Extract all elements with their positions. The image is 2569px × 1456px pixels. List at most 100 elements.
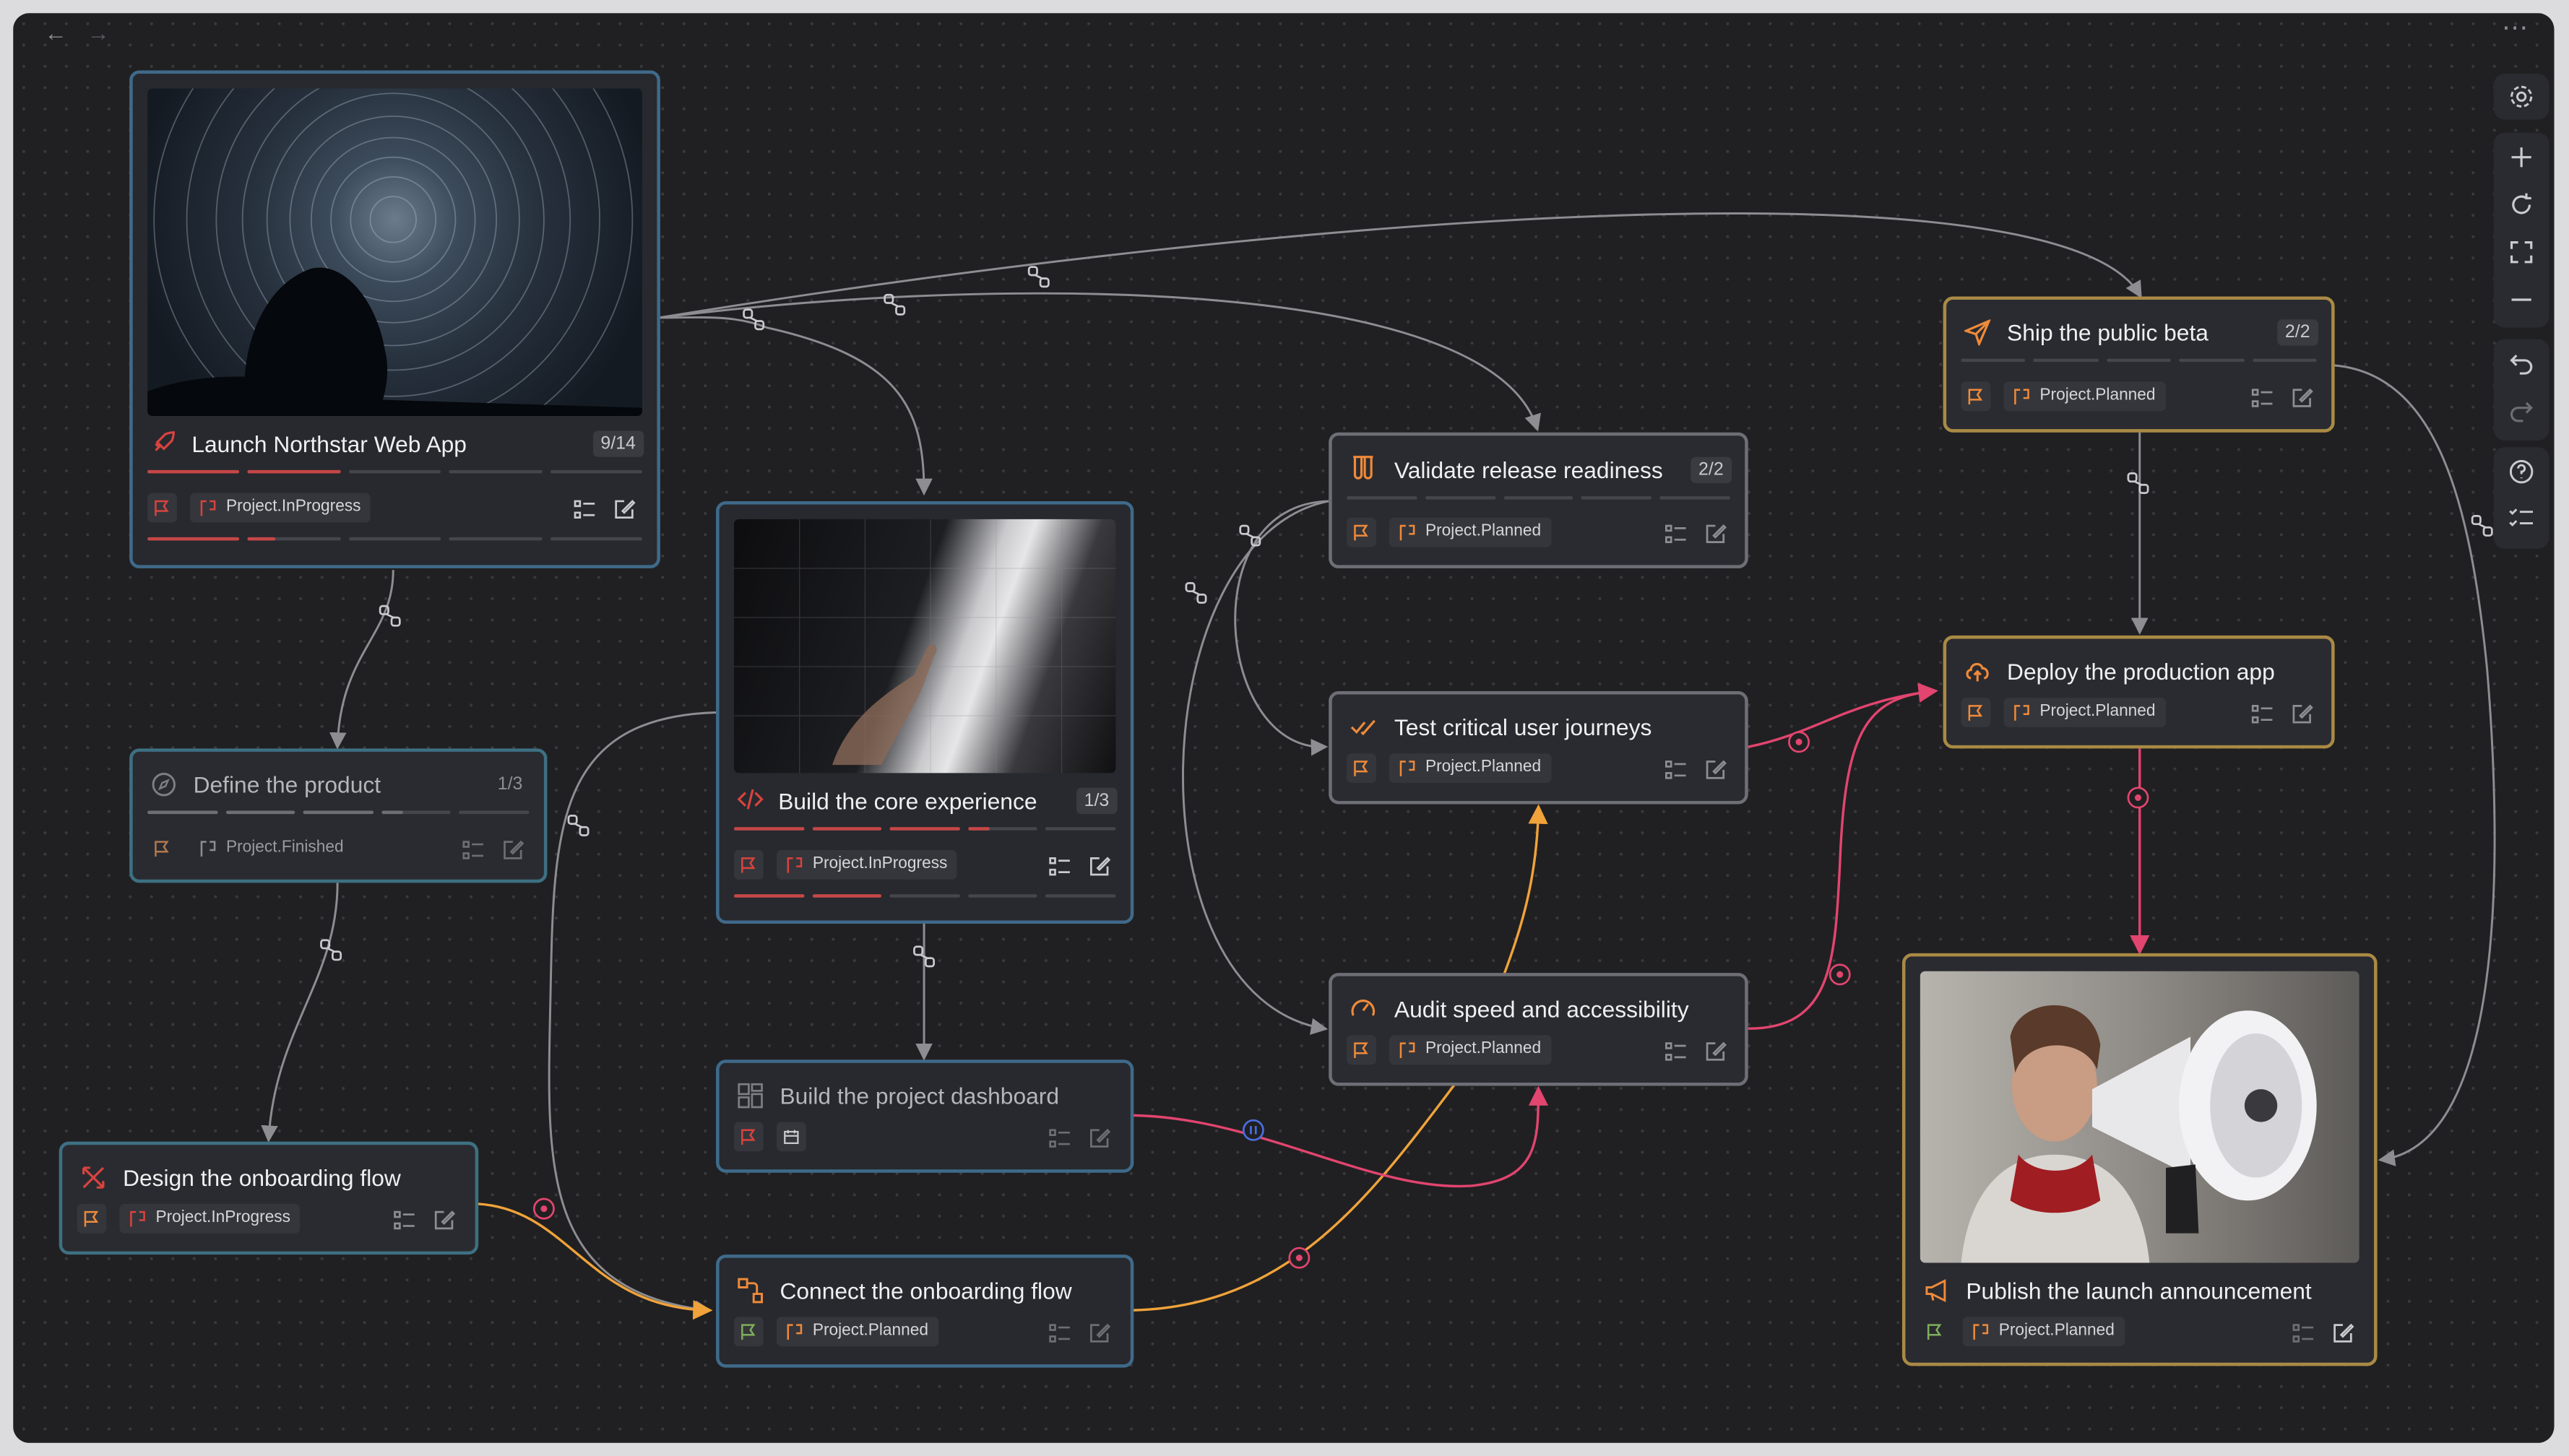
checklist-icon[interactable]: [1047, 854, 1073, 880]
edit-icon[interactable]: [1702, 1039, 1728, 1065]
status-chip[interactable]: Project.InProgress: [776, 849, 957, 880]
edge-ship-publish[interactable]: [2333, 364, 2496, 1166]
relation-link-icon[interactable]: [1027, 265, 1050, 288]
blocking-target-icon[interactable]: [1828, 963, 1852, 986]
status-chip[interactable]: Project.InProgress: [119, 1203, 301, 1234]
node-test-journeys[interactable]: Test critical user journeys Project.Plan…: [1329, 691, 1748, 805]
undo-icon[interactable]: [2507, 349, 2536, 378]
edge-design-connect[interactable]: [476, 1202, 713, 1320]
priority-flag[interactable]: [1961, 381, 1991, 412]
relation-link-icon[interactable]: [1185, 581, 1208, 604]
edge-dashboard-audit[interactable]: [1132, 1086, 1549, 1188]
node-publish-announcement[interactable]: Publish the launch announcement Project.…: [1901, 953, 2378, 1366]
edit-icon[interactable]: [1087, 1125, 1113, 1151]
status-chip[interactable]: Project.Planned: [2003, 381, 2166, 412]
blocking-target-icon[interactable]: [1287, 1247, 1311, 1270]
edge-launch-validate[interactable]: [658, 292, 1541, 432]
edit-icon[interactable]: [611, 496, 637, 522]
edit-icon[interactable]: [431, 1207, 457, 1233]
node-validate-release[interactable]: Validate release readiness 2/2 Project.P…: [1329, 432, 1748, 568]
edge-launch-define[interactable]: [329, 570, 394, 750]
priority-flag[interactable]: [733, 849, 764, 880]
status-chip[interactable]: Project.Planned: [1389, 1035, 1551, 1065]
edit-icon[interactable]: [2289, 701, 2315, 727]
checklist-icon[interactable]: [1663, 757, 1689, 783]
checklist-icon[interactable]: [2507, 504, 2536, 534]
relation-link-icon[interactable]: [319, 938, 342, 961]
node-build-dashboard[interactable]: Build the project dashboard: [716, 1060, 1134, 1173]
relation-link-icon[interactable]: [379, 604, 402, 628]
blocking-target-icon[interactable]: [1787, 730, 1810, 753]
status-chip[interactable]: Project.Planned: [776, 1317, 938, 1347]
priority-flag[interactable]: [1920, 1317, 1950, 1346]
relation-link-icon[interactable]: [2127, 472, 2150, 495]
checklist-icon[interactable]: [2250, 701, 2276, 727]
status-chip[interactable]: Project.InProgress: [190, 493, 371, 523]
edit-icon[interactable]: [2330, 1320, 2356, 1346]
relation-link-icon[interactable]: [1238, 524, 1261, 547]
edit-icon[interactable]: [1087, 1320, 1113, 1346]
node-ship-beta[interactable]: Ship the public beta 2/2 Project.Planned: [1943, 296, 2335, 433]
priority-flag[interactable]: [1347, 517, 1376, 547]
edit-icon[interactable]: [1702, 757, 1728, 783]
priority-flag[interactable]: [1347, 753, 1376, 784]
edge-launch-ship[interactable]: [658, 212, 2142, 319]
checklist-icon[interactable]: [460, 837, 486, 863]
node-build-core[interactable]: Build the core experience 1/3 Project.In…: [716, 500, 1134, 924]
node-launch-northstar[interactable]: Launch Northstar Web App 9/14 Project.In…: [129, 70, 660, 568]
edge-connect-audit[interactable]: [1132, 1083, 1456, 1312]
priority-flag[interactable]: [733, 1317, 764, 1347]
checklist-icon[interactable]: [1663, 1039, 1689, 1065]
edge-audit-deploy[interactable]: [1748, 682, 1938, 1030]
help-icon[interactable]: [2507, 457, 2536, 487]
node-connect-onboarding[interactable]: Connect the onboarding flow Project.Plan…: [716, 1254, 1134, 1368]
edit-icon[interactable]: [1702, 521, 1728, 547]
status-chip[interactable]: Project.Planned: [1389, 517, 1551, 547]
checklist-icon[interactable]: [392, 1207, 418, 1233]
checklist-icon[interactable]: [571, 496, 597, 522]
zoom-out-icon[interactable]: [2507, 285, 2536, 315]
due-date-button[interactable]: [776, 1122, 806, 1152]
back-arrow-icon[interactable]: ←: [44, 20, 67, 46]
priority-flag[interactable]: [147, 833, 177, 863]
blocking-target-icon[interactable]: [532, 1197, 556, 1221]
priority-flag[interactable]: [77, 1203, 107, 1234]
redo-icon[interactable]: [2507, 396, 2536, 426]
priority-flag[interactable]: [1347, 1035, 1376, 1065]
edit-icon[interactable]: [1087, 854, 1113, 880]
priority-flag[interactable]: [1961, 698, 1991, 727]
edit-icon[interactable]: [500, 837, 526, 863]
node-design-onboarding[interactable]: Design the onboarding flow Project.InPro…: [59, 1141, 479, 1255]
edit-icon[interactable]: [2289, 385, 2315, 411]
node-deploy-production[interactable]: Deploy the production app Project.Planne…: [1943, 635, 2335, 749]
relation-link-icon[interactable]: [2471, 514, 2494, 537]
edge-core-connect[interactable]: [548, 711, 717, 1317]
priority-flag[interactable]: [147, 493, 177, 523]
relation-link-icon[interactable]: [883, 293, 906, 316]
more-menu-icon[interactable]: ⋯: [2501, 14, 2529, 43]
checklist-icon[interactable]: [1047, 1125, 1073, 1151]
checklist-icon[interactable]: [2290, 1320, 2316, 1346]
edge-validate-audit[interactable]: [1182, 500, 1329, 1035]
priority-flag[interactable]: [733, 1122, 764, 1152]
edge-validate-test[interactable]: [1234, 500, 1329, 756]
fit-view-icon[interactable]: [2507, 238, 2536, 267]
relation-link-icon[interactable]: [912, 945, 936, 968]
checklist-icon[interactable]: [1047, 1320, 1073, 1346]
status-chip[interactable]: Project.Planned: [1962, 1317, 2125, 1347]
relation-link-icon[interactable]: [567, 814, 590, 837]
edge-define-design[interactable]: [261, 883, 339, 1143]
refresh-icon[interactable]: [2507, 190, 2536, 220]
checklist-icon[interactable]: [1663, 521, 1689, 547]
relation-link-icon[interactable]: [742, 308, 765, 331]
node-define-product[interactable]: Define the product 1/3 Project.Finished: [129, 748, 548, 883]
forward-arrow-icon[interactable]: →: [87, 20, 110, 46]
edge-audit-test[interactable]: [1503, 804, 1548, 975]
status-chip[interactable]: Project.Planned: [1389, 753, 1551, 784]
edge-test-deploy[interactable]: [1748, 682, 1938, 748]
blocking-target-icon[interactable]: [2127, 786, 2150, 810]
checklist-icon[interactable]: [2250, 385, 2276, 411]
node-audit-speed[interactable]: Audit speed and accessibility Project.Pl…: [1329, 973, 1748, 1086]
status-chip[interactable]: Project.Finished: [190, 833, 353, 863]
edge-launch-core[interactable]: [658, 316, 933, 496]
